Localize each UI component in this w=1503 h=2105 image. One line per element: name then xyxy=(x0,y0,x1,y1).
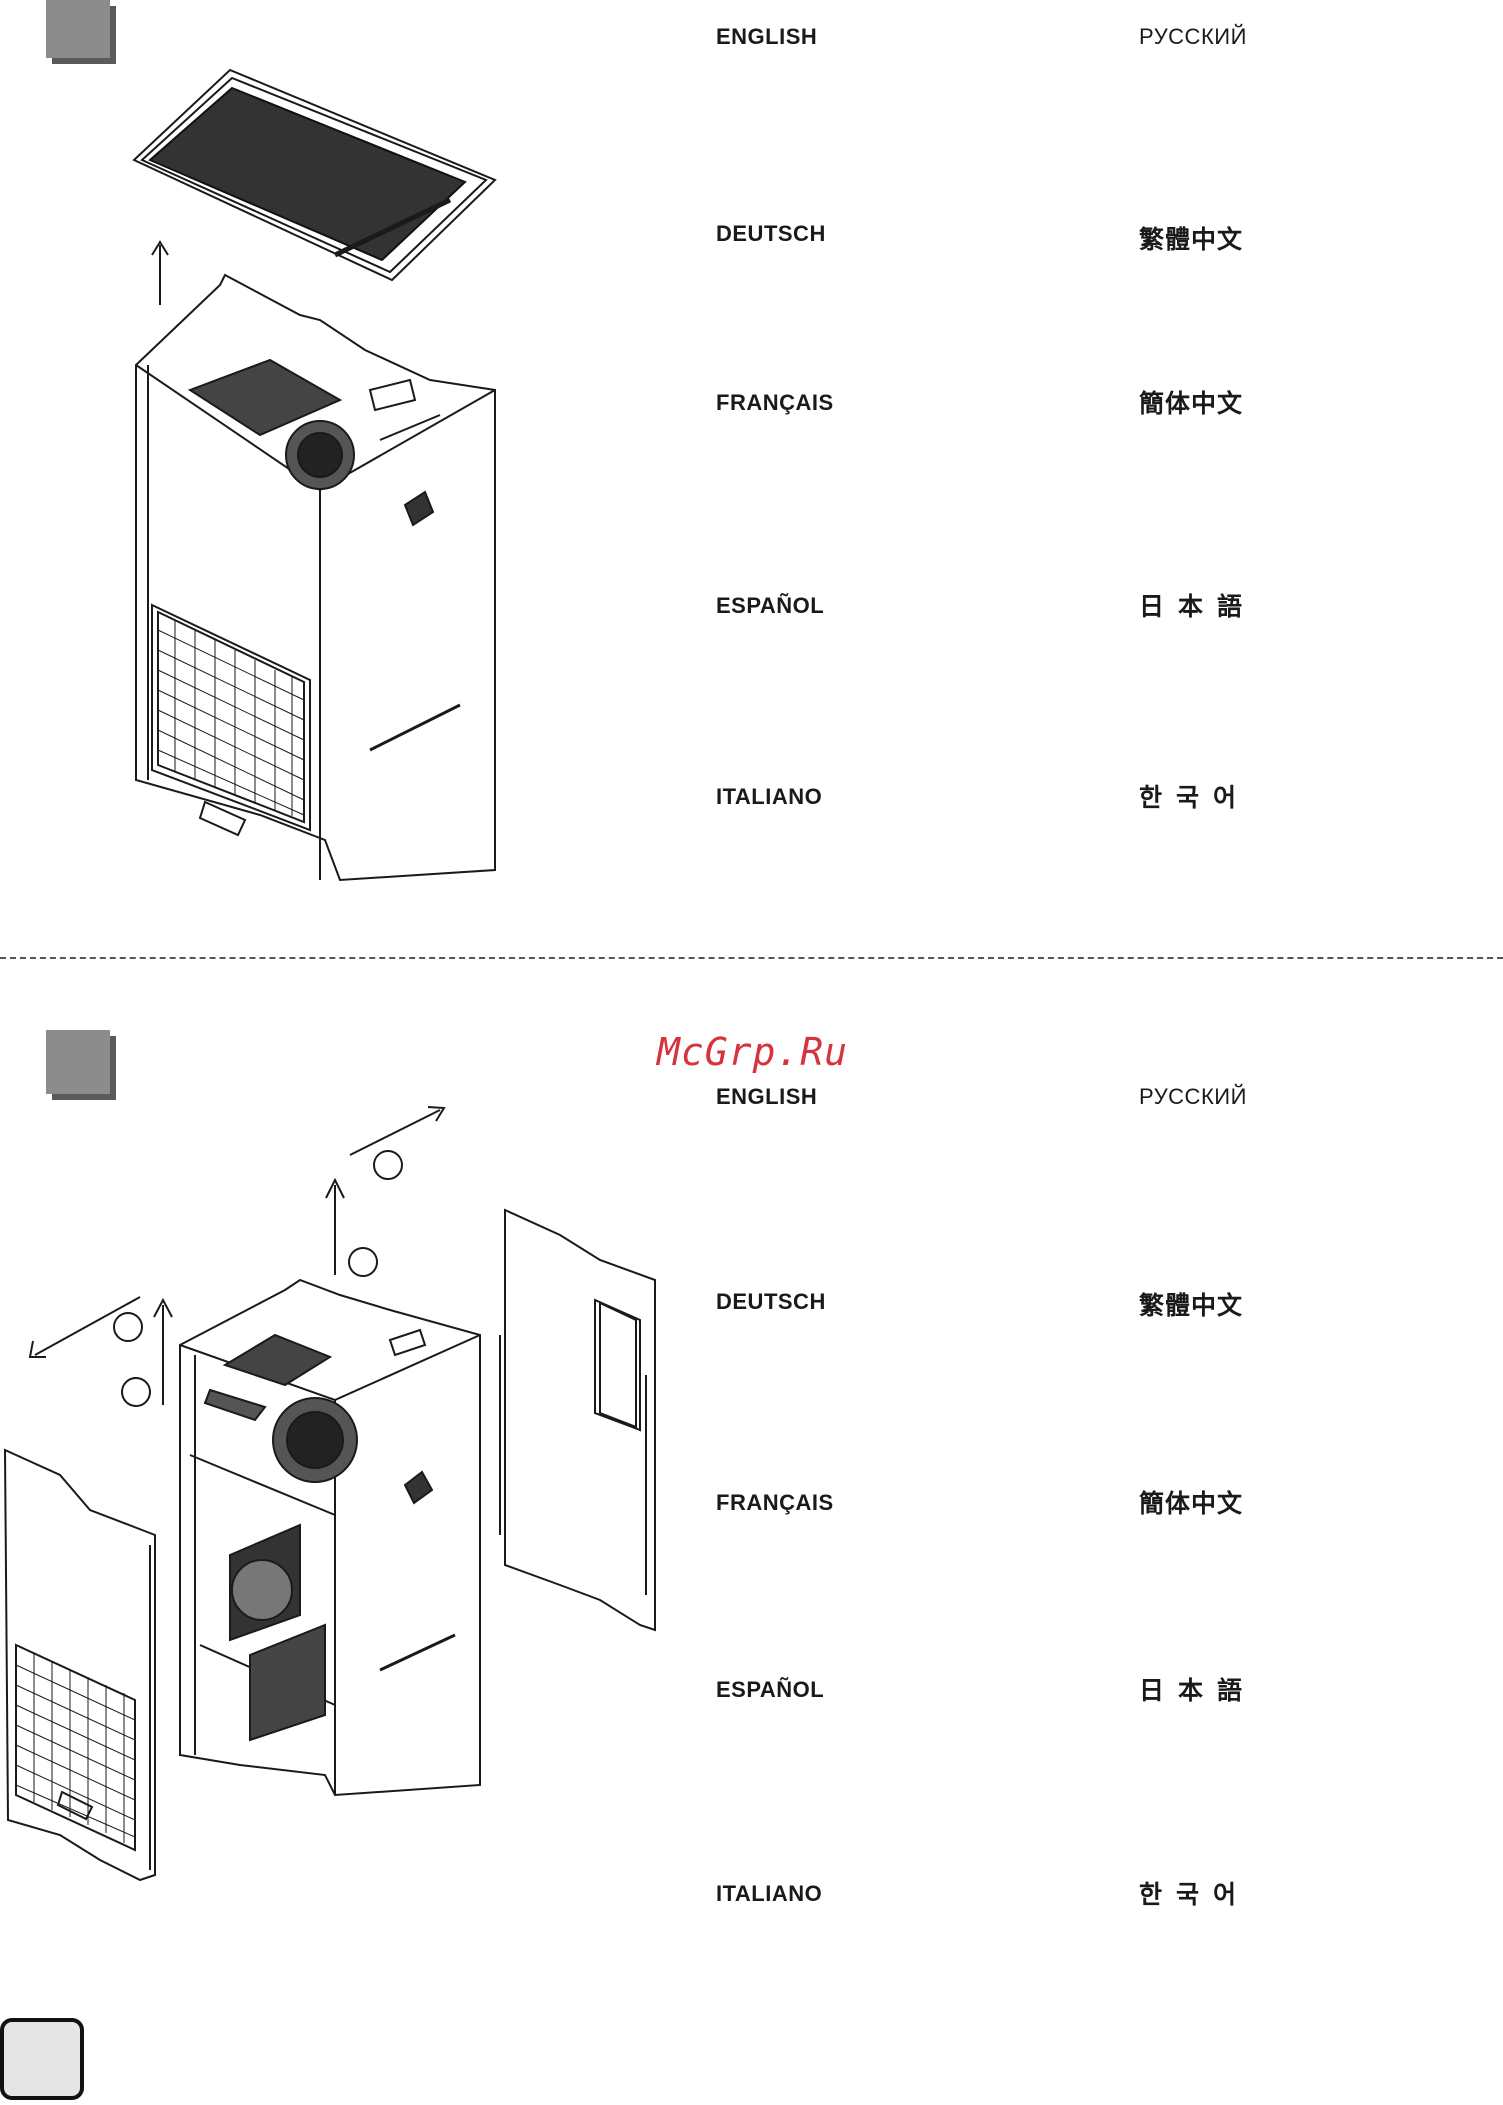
lang-italian: ITALIANO xyxy=(716,784,822,810)
lang-simplified-chinese-2: 簡体中文 xyxy=(1139,1484,1243,1520)
lang-japanese-2: 日本語 xyxy=(1139,1671,1256,1707)
page-number-tab xyxy=(0,2018,84,2100)
case-side-panels-illustration xyxy=(0,1095,665,1895)
lang-french-2: FRANÇAIS xyxy=(716,1490,834,1516)
watermark: McGrp.Ru xyxy=(657,1030,848,1074)
lang-spanish: ESPAÑOL xyxy=(716,593,824,619)
lang-traditional-chinese: 繁體中文 xyxy=(1139,220,1243,256)
lang-russian: РУССКИЙ xyxy=(1139,24,1247,50)
lang-french: FRANÇAIS xyxy=(716,390,834,416)
lang-german-2: DEUTSCH xyxy=(716,1289,826,1315)
lang-japanese: 日本語 xyxy=(1139,587,1256,623)
lang-spanish-2: ESPAÑOL xyxy=(716,1677,824,1703)
lang-english-2: ENGLISH xyxy=(716,1084,817,1110)
step-marker-1 xyxy=(46,0,110,58)
lang-english: ENGLISH xyxy=(716,24,817,50)
lang-simplified-chinese: 簡体中文 xyxy=(1139,384,1243,420)
lang-korean: 한국어 xyxy=(1139,778,1250,814)
case-top-cover-illustration xyxy=(120,60,510,890)
lang-german: DEUTSCH xyxy=(716,221,826,247)
lang-russian-2: РУССКИЙ xyxy=(1139,1084,1247,1110)
lang-italian-2: ITALIANO xyxy=(716,1881,822,1907)
lang-traditional-chinese-2: 繁體中文 xyxy=(1139,1286,1243,1322)
section-divider xyxy=(0,957,1503,959)
lang-korean-2: 한국어 xyxy=(1139,1875,1250,1911)
step-marker-2 xyxy=(46,1030,110,1094)
